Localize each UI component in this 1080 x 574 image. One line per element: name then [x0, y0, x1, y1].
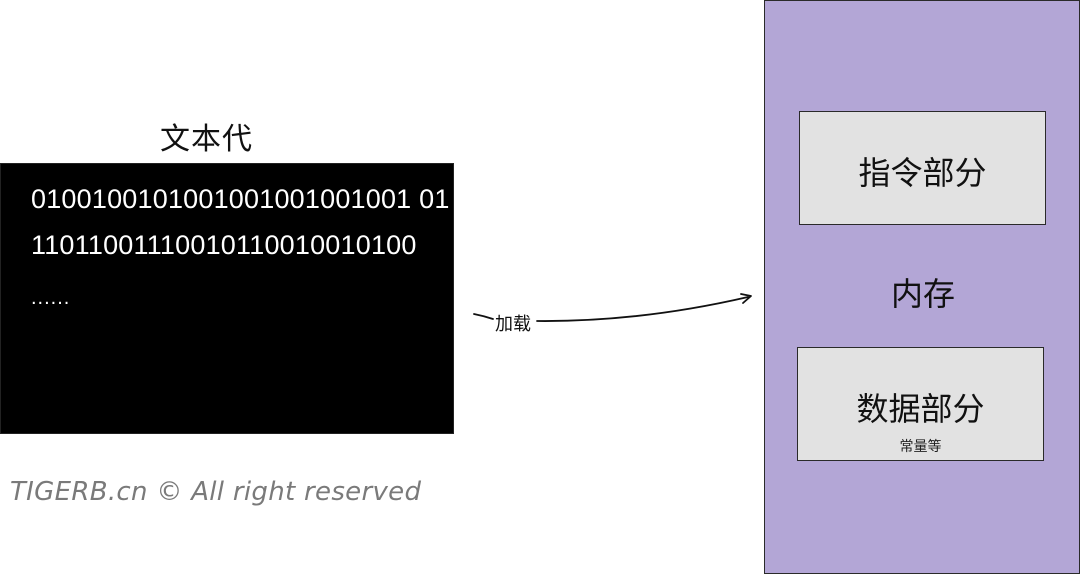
- instruction-section: 指令部分: [799, 111, 1046, 225]
- memory-title: 内存: [890, 275, 955, 313]
- watermark: TIGERB.cn © All right reserved: [10, 477, 422, 507]
- code-block: 0100100101001001001001001 01 11011001110…: [0, 163, 454, 434]
- load-label: 加载: [494, 310, 532, 336]
- load-arrow-tail: [473, 313, 494, 320]
- load-arrow-head: [740, 293, 752, 304]
- code-line-1: 0100100101001001001001001 01: [31, 184, 450, 214]
- load-arrow-curve: [536, 296, 749, 322]
- instruction-section-label: 指令部分: [858, 154, 987, 192]
- data-section: 数据部分 常量等: [797, 347, 1044, 461]
- code-line-ellipsis: ......: [31, 287, 71, 309]
- data-section-sublabel: 常量等: [899, 439, 942, 455]
- data-section-label: 数据部分: [856, 390, 985, 428]
- code-line-2: 11011001110010110010010100: [31, 230, 417, 260]
- memory-block: 指令部分 内存 数据部分 常量等: [764, 0, 1080, 574]
